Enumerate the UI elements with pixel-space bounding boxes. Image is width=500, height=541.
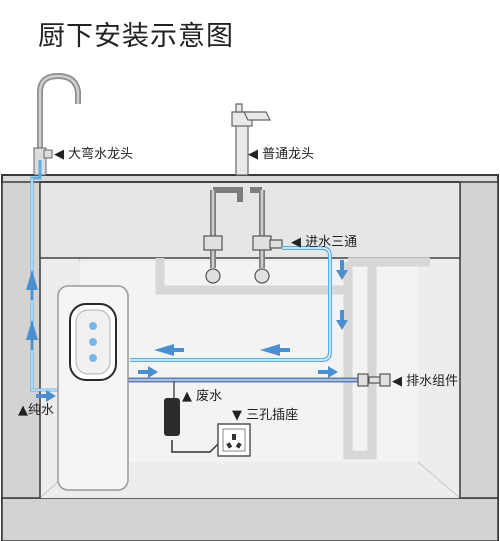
water-purifier: [57, 285, 129, 491]
drain-assembly: [357, 373, 391, 387]
label-socket: ▼ 三孔插座: [232, 408, 299, 423]
sink-basin: [39, 181, 461, 259]
power-cable: [171, 440, 219, 453]
power-adapter: [164, 398, 180, 436]
label-drain: ◀ 排水组件: [392, 374, 459, 389]
label-big-faucet: ◀ 大弯水龙头: [54, 147, 134, 162]
label-waste: ▲ 废水: [182, 389, 223, 404]
normal-faucet-graphic: [231, 103, 271, 176]
valves: [203, 235, 283, 284]
flow-arrows: [26, 260, 348, 402]
socket-graphic: [217, 423, 251, 457]
diagram-title: 厨下安装示意图: [38, 21, 234, 52]
label-inlet-tee: ◀ 进水三通: [291, 235, 358, 250]
label-pure-water: ▲纯水: [18, 403, 54, 418]
cabinet-right-panel: [459, 181, 499, 499]
label-normal-faucet: ◀ 普通龙头: [248, 147, 315, 162]
cabinet-bottom: [1, 497, 499, 541]
